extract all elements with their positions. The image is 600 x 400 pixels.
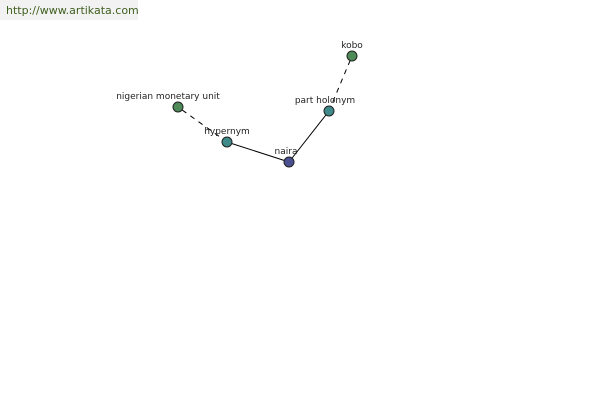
nodes-layer: naira hypernym nigerian monetary unit part … xyxy=(116,41,363,168)
edge-hypernym-nigerian-monetary-unit xyxy=(177,106,228,143)
node-label-part-holonym[interactable]: part holonym xyxy=(295,96,355,106)
edge-naira-hypernym xyxy=(226,141,290,163)
edges-layer xyxy=(177,55,353,163)
node-kobo[interactable]: kobo xyxy=(341,41,363,62)
site-url-banner[interactable]: http://www.artikata.com xyxy=(0,0,139,20)
edge-naira-part-holonym xyxy=(288,110,330,163)
node-dot-nigerian-monetary-unit[interactable] xyxy=(172,101,184,113)
node-label-hypernym[interactable]: hypernym xyxy=(204,127,250,137)
node-dot-kobo[interactable] xyxy=(346,50,358,62)
node-label-naira[interactable]: naira xyxy=(275,147,298,157)
node-label-kobo[interactable]: kobo xyxy=(341,41,363,51)
node-dot-naira[interactable] xyxy=(283,156,295,168)
node-hypernym[interactable]: hypernym xyxy=(204,127,250,148)
node-naira[interactable]: naira xyxy=(275,147,298,168)
node-label-nigerian-monetary-unit[interactable]: nigerian monetary unit xyxy=(116,92,220,102)
node-part-holonym[interactable]: part holonym xyxy=(295,96,355,117)
node-dot-hypernym[interactable] xyxy=(221,136,233,148)
node-nigerian-monetary-unit[interactable]: nigerian monetary unit xyxy=(116,92,220,113)
node-dot-part-holonym[interactable] xyxy=(323,105,335,117)
